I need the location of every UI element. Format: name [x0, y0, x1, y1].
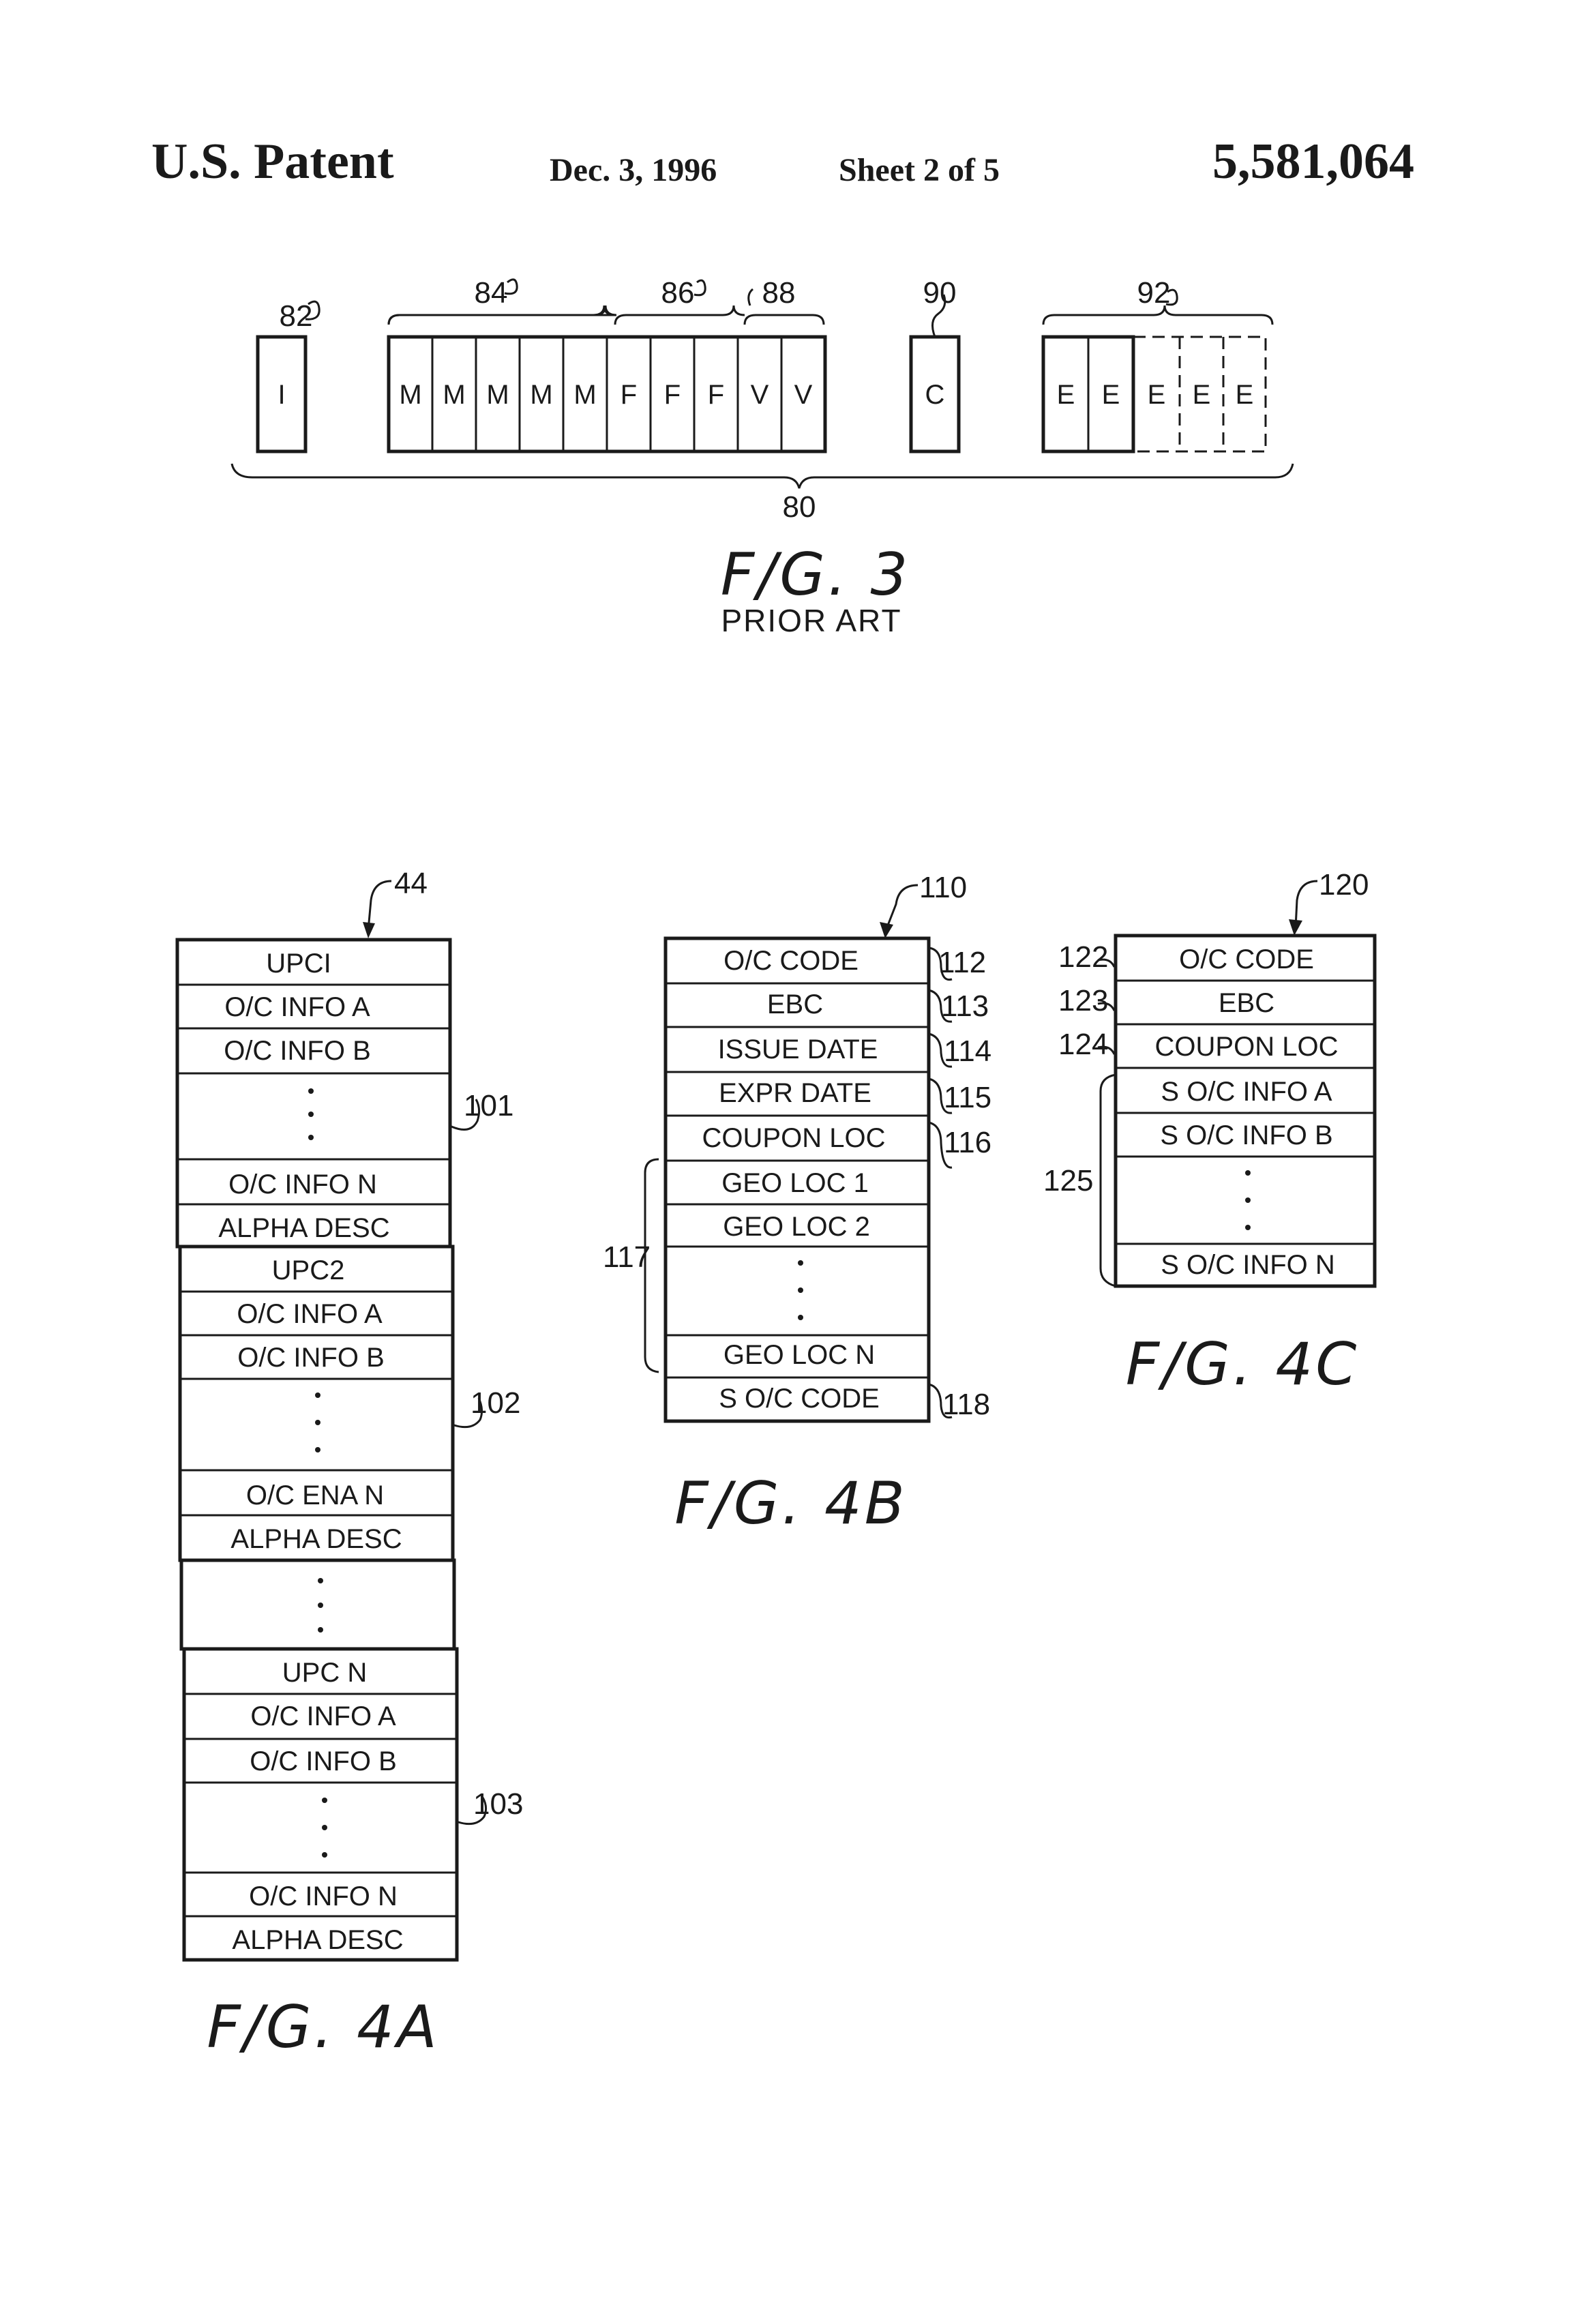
fig3-cell-label: M — [399, 380, 421, 410]
fig4b-row: GEO LOC 1 — [721, 1168, 869, 1198]
ref-110: 110 — [919, 871, 967, 904]
fig4b-row: GEO LOC N — [723, 1340, 875, 1370]
ref-124: 124 — [1058, 1028, 1108, 1061]
fig4c-caption: F/G. 4C — [1126, 1330, 1360, 1399]
ref-112: 112 — [938, 946, 986, 979]
fig4a-row: O/C INFO B — [224, 1036, 371, 1066]
fig4b-caption: F/G. 4B — [674, 1470, 907, 1538]
fig4c-diagram: O/C CODE EBC COUPON LOC S O/C INFO A S O… — [1043, 868, 1375, 1399]
fig3-cell-label: F — [708, 380, 724, 410]
fig4b-row: EXPR DATE — [719, 1078, 871, 1108]
ref-125: 125 — [1043, 1164, 1093, 1197]
fig4a-row: O/C INFO A — [224, 992, 370, 1022]
ref-92: 92 — [1137, 276, 1171, 310]
fig4b-row: COUPON LOC — [702, 1123, 886, 1153]
fig3-cell-label: F — [664, 380, 681, 410]
fig3-cell-label: E — [1236, 380, 1254, 410]
ref-44: 44 — [394, 867, 428, 900]
fig3-cell-label: F — [621, 380, 637, 410]
ref-116: 116 — [944, 1126, 991, 1159]
ref-84: 84 — [475, 276, 508, 310]
fig3-cell-label: M — [443, 380, 465, 410]
fig3-cell-label: E — [1148, 380, 1166, 410]
fig4a-caption: F/G. 4A — [207, 1993, 439, 2061]
ref-80: 80 — [783, 490, 816, 524]
ref-86: 86 — [661, 276, 695, 310]
ref-118: 118 — [942, 1388, 990, 1421]
fig4c-row: EBC — [1219, 988, 1274, 1018]
ref-123: 123 — [1058, 984, 1108, 1017]
fig4a-row: UPC N — [282, 1658, 367, 1688]
fig4a-row: ALPHA DESC — [232, 1925, 403, 1955]
ref-88: 88 — [762, 276, 796, 310]
fig3-cell-label: C — [925, 380, 945, 410]
fig4c-row: S O/C INFO N — [1161, 1250, 1335, 1280]
fig4a-row: UPC2 — [272, 1255, 345, 1285]
fig3-caption: F/G. 3 — [721, 541, 910, 609]
fig4b-diagram: O/C CODE EBC ISSUE DATE EXPR DATE COUPON… — [603, 871, 991, 1538]
ref-122: 122 — [1058, 940, 1108, 974]
fig3-cell-label: V — [794, 380, 813, 410]
ref-101: 101 — [464, 1089, 513, 1122]
fig3-cell-label: I — [278, 380, 285, 410]
fig4a-row: O/C INFO N — [249, 1881, 398, 1911]
ref-113: 113 — [941, 989, 989, 1023]
fig3-cell-label: M — [486, 380, 509, 410]
fig4c-row: COUPON LOC — [1155, 1032, 1339, 1062]
fig4c-row: S O/C INFO A — [1161, 1077, 1332, 1107]
ref-90: 90 — [923, 276, 957, 310]
ref-102: 102 — [471, 1386, 520, 1420]
fig4a-row: O/C INFO N — [228, 1170, 377, 1200]
fig4a-row: UPCI — [266, 949, 331, 979]
ref-82: 82 — [280, 299, 313, 333]
ref-120: 120 — [1319, 868, 1369, 902]
fig3-cell-label: E — [1193, 380, 1211, 410]
fig4b-row: EBC — [767, 989, 823, 1019]
fig4a-row: O/C INFO B — [250, 1746, 397, 1776]
ref-103: 103 — [473, 1787, 523, 1821]
fig4a-diagram: UPCI O/C INFO A O/C INFO B O/C INFO N AL… — [177, 867, 523, 2061]
fig3-cell-label: V — [751, 380, 769, 410]
fig3-cell-label: E — [1057, 380, 1075, 410]
fig3-cell-label: M — [530, 380, 552, 410]
ref-114: 114 — [944, 1034, 991, 1068]
ref-115: 115 — [944, 1081, 991, 1114]
fig4b-ellipsis — [798, 1260, 803, 1320]
fig4a-row: ALPHA DESC — [218, 1213, 389, 1243]
fig4a-row: O/C INFO A — [250, 1701, 396, 1731]
fig4b-row: O/C CODE — [723, 946, 859, 976]
fig3-brace-80 — [232, 464, 1293, 488]
fig4b-row: S O/C CODE — [719, 1384, 880, 1414]
fig4b-row: GEO LOC 2 — [723, 1212, 870, 1242]
fig4c-bracket-125 — [1101, 1075, 1116, 1286]
fig4b-row: ISSUE DATE — [718, 1034, 878, 1064]
fig3-cell-label: M — [573, 380, 596, 410]
fig3-cell-label: E — [1102, 380, 1120, 410]
fig4c-row: O/C CODE — [1179, 944, 1314, 974]
fig4a-row: O/C ENA N — [246, 1480, 384, 1510]
fig3-diagram: I M M M M M F F F V V — [232, 276, 1293, 638]
fig4c-ellipsis — [1245, 1170, 1251, 1230]
fig4a-row: O/C INFO A — [237, 1299, 383, 1329]
ref-117: 117 — [603, 1240, 651, 1274]
fig4c-row: S O/C INFO B — [1160, 1120, 1332, 1150]
fig4a-row: O/C INFO B — [237, 1343, 385, 1373]
fig4a-row: ALPHA DESC — [230, 1524, 402, 1554]
fig3-subcaption: PRIOR ART — [721, 603, 901, 638]
